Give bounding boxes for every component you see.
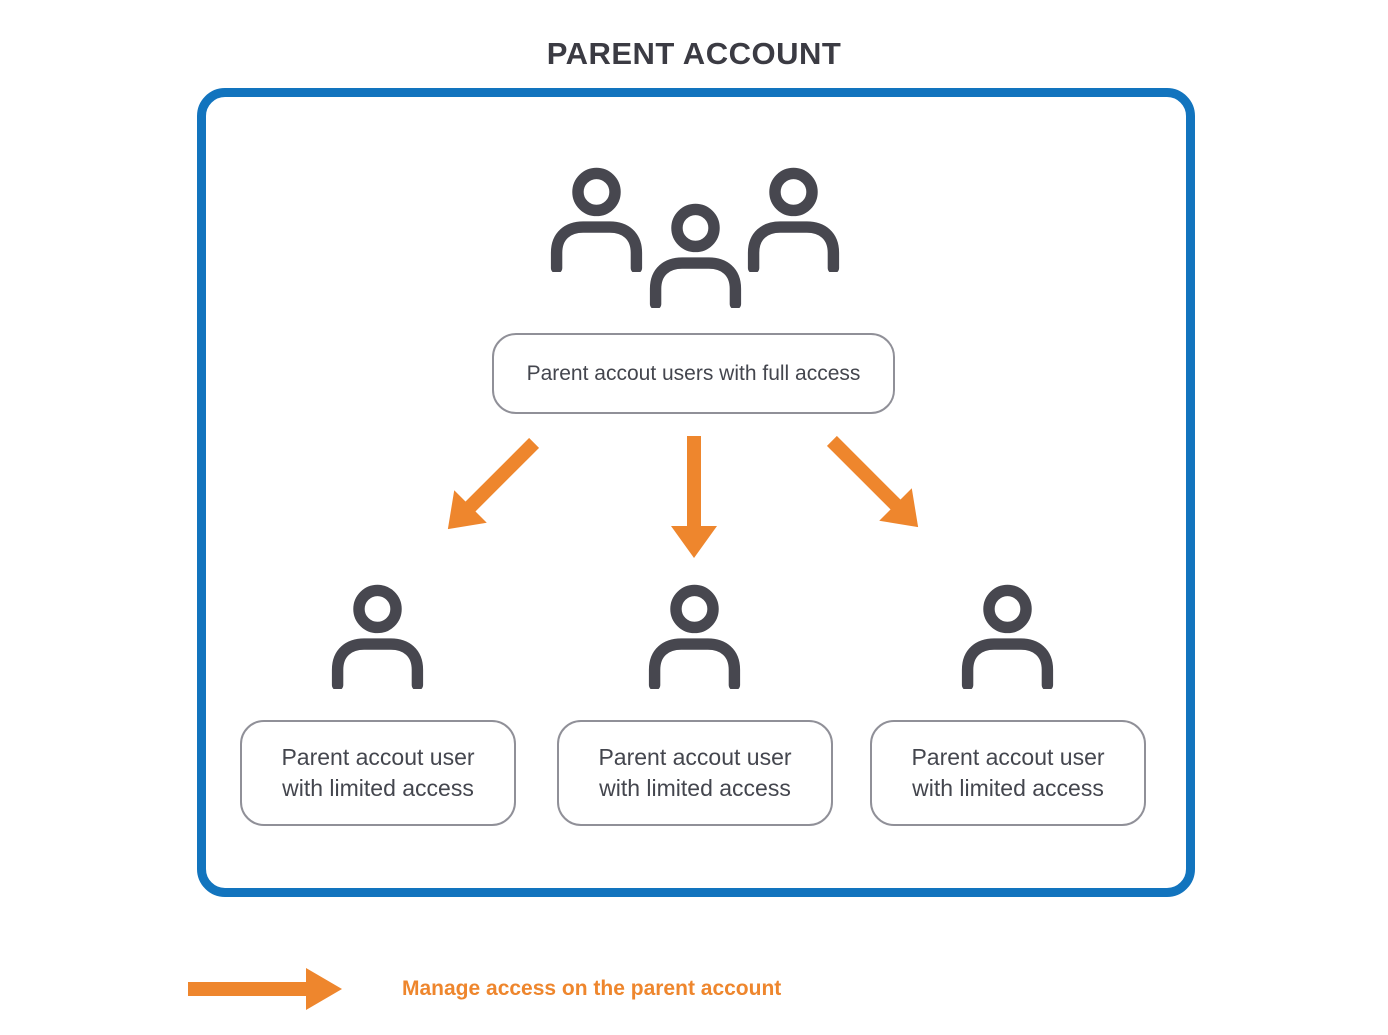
label-line-1: Parent accout user (281, 744, 475, 770)
parent-account-border (197, 88, 1195, 897)
limited-access-box: Parent accout user with limited access (870, 720, 1146, 826)
user-icon (330, 584, 425, 689)
user-icon (648, 203, 743, 308)
parent-users-full-access-label: Parent accout users with full access (526, 361, 861, 385)
arrow-down-icon (664, 436, 724, 558)
legend-label: Manage access on the parent account (402, 977, 782, 1000)
user-icon (549, 167, 644, 272)
parent-users-full-access-box: Parent accout users with full access (492, 333, 895, 414)
limited-access-label: Parent accout user with limited access (598, 742, 791, 804)
user-icon (647, 584, 742, 689)
label-line-1: Parent accout user (911, 744, 1105, 770)
label-line-2: with limited access (282, 775, 474, 801)
label-line-1: Parent accout user (598, 744, 792, 770)
limited-access-label: Parent accout user with limited access (911, 742, 1104, 804)
limited-access-box: Parent accout user with limited access (240, 720, 516, 826)
limited-access-label: Parent accout user with limited access (281, 742, 474, 804)
users-group-icon (549, 167, 841, 309)
arrow-right-icon (188, 966, 342, 1012)
label-line-2: with limited access (912, 775, 1104, 801)
user-icon (746, 167, 841, 272)
label-line-2: with limited access (599, 775, 791, 801)
diagram-title: PARENT ACCOUNT (546, 36, 842, 71)
user-icon (960, 584, 1055, 689)
limited-access-box: Parent accout user with limited access (557, 720, 833, 826)
